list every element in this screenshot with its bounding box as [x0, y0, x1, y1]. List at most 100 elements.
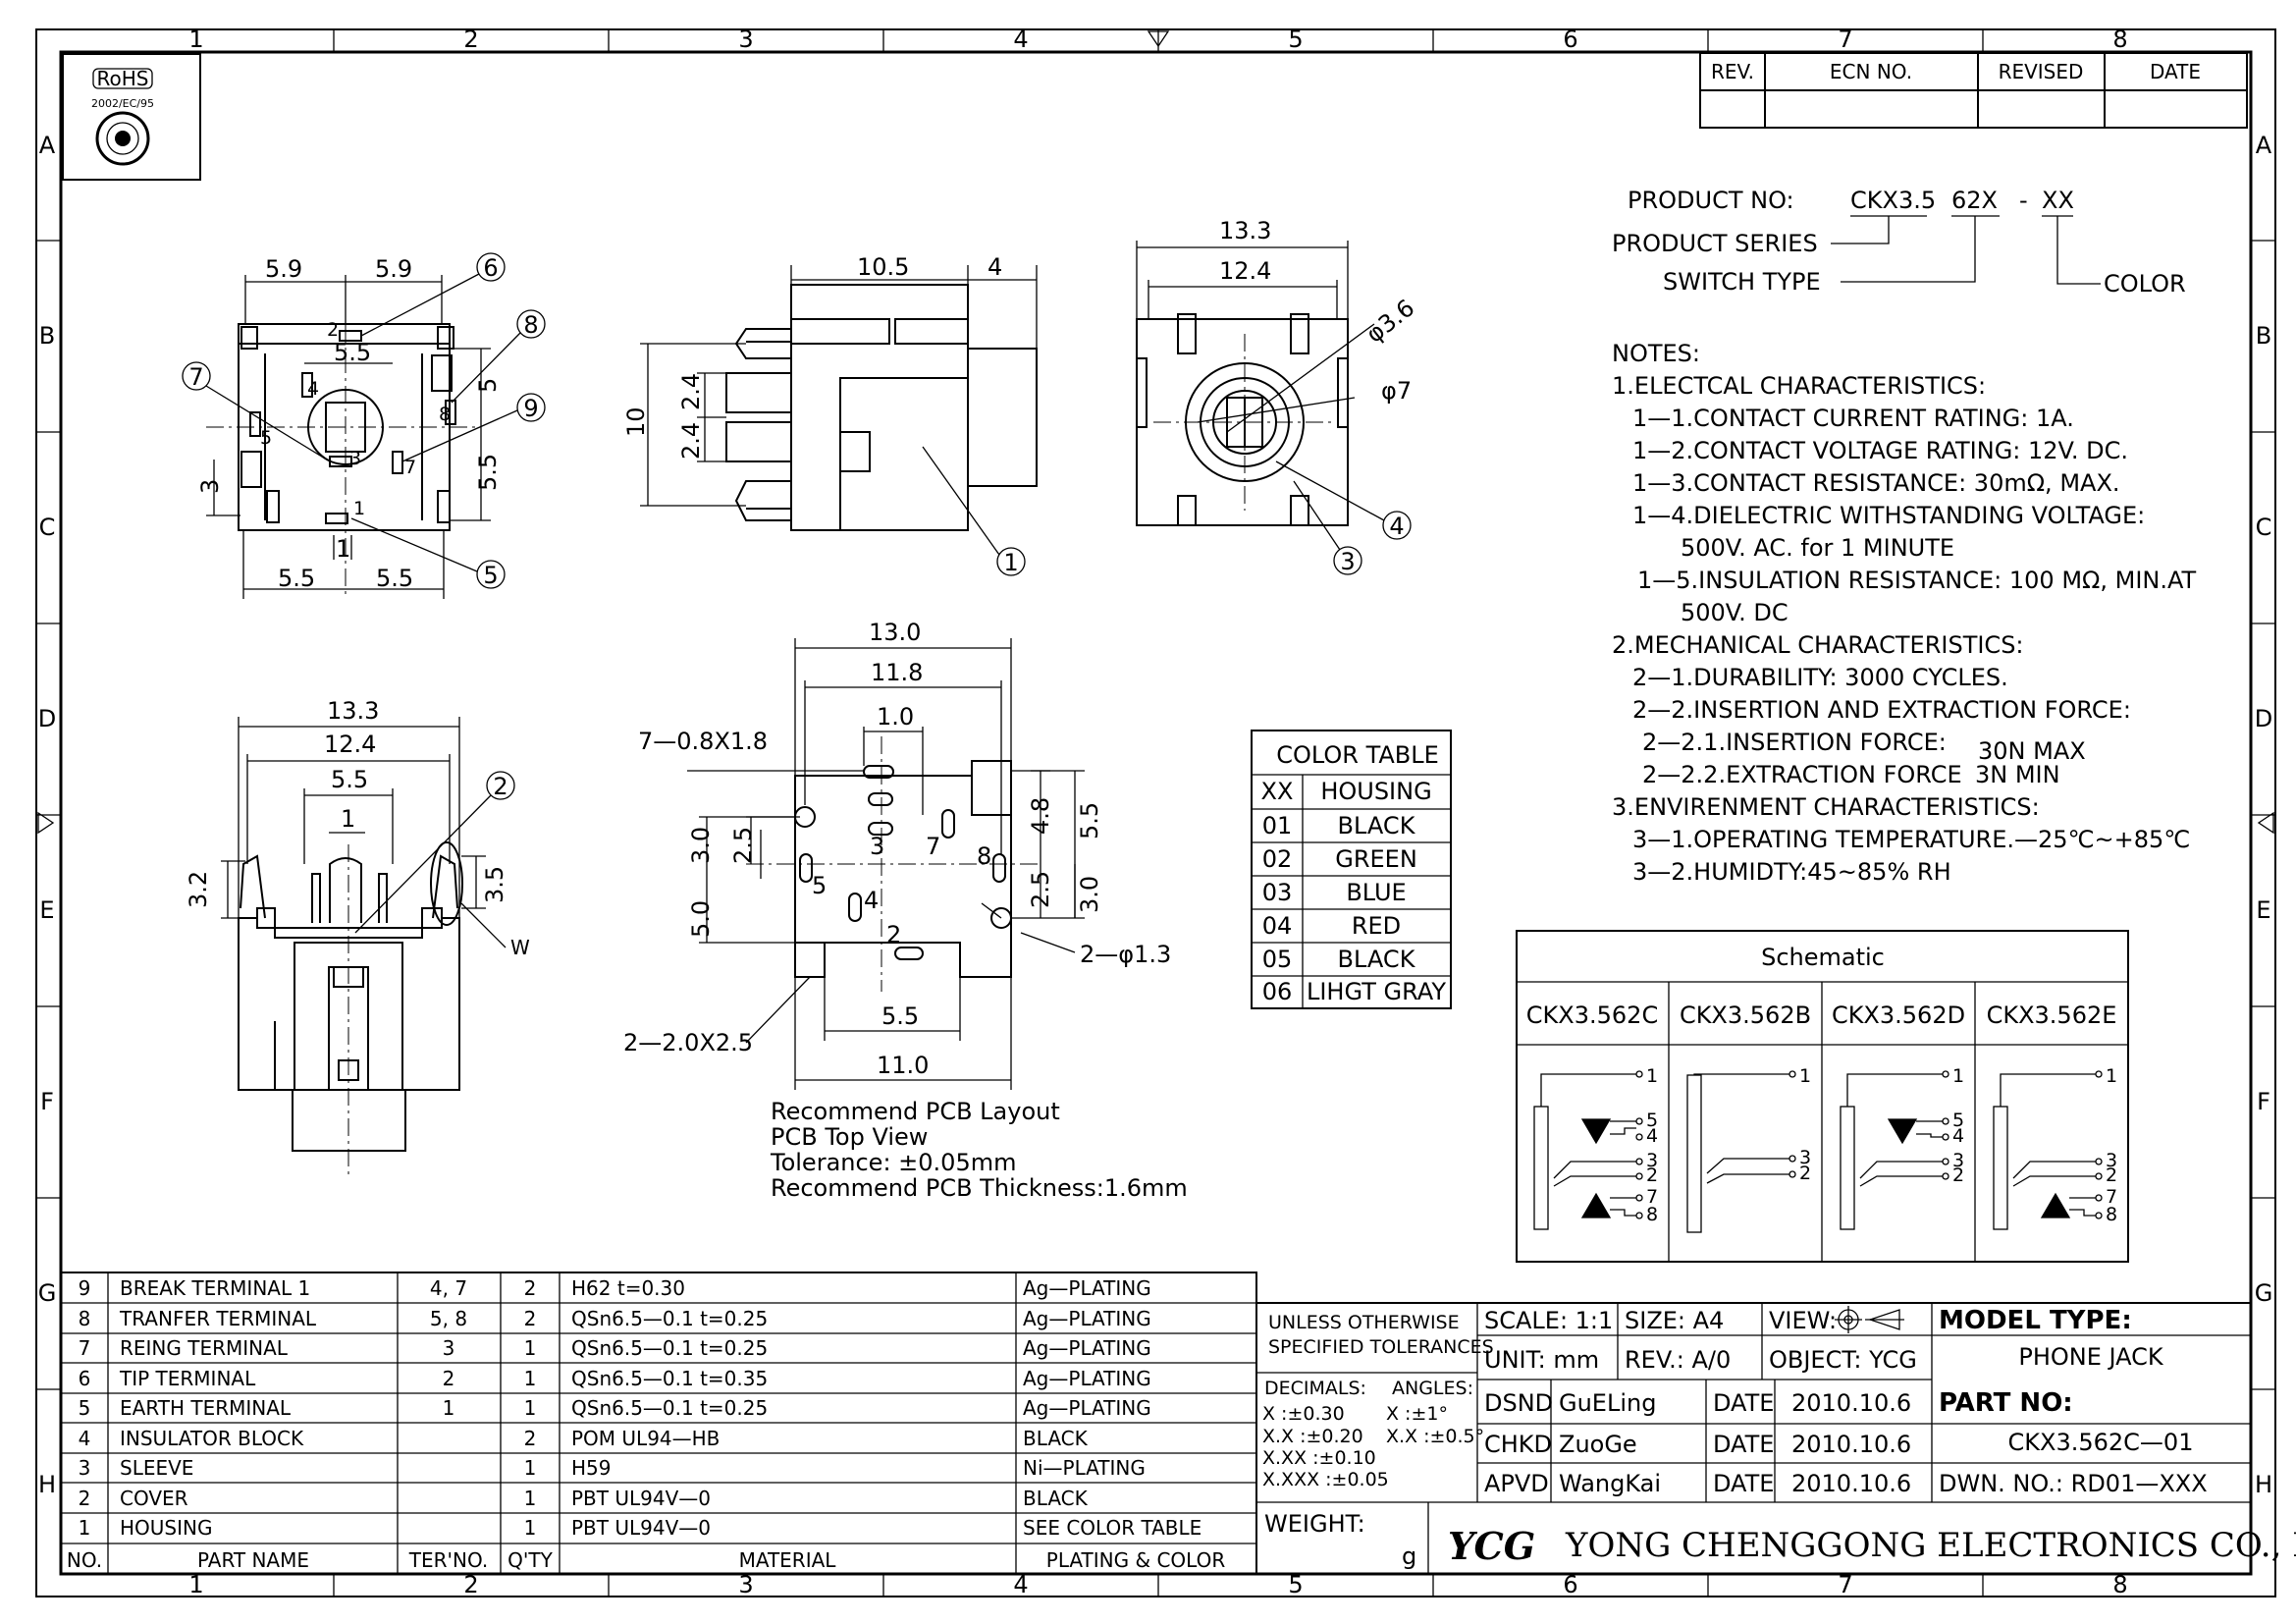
svg-text:1: 1 — [524, 1456, 537, 1480]
schematic-model-e: CKX3.562E — [1987, 1001, 2117, 1029]
tol-angle-xx: X.X :±0.5° — [1386, 1426, 1484, 1447]
note-1-1: 1—1.CONTACT CURRENT RATING: 1A. — [1632, 405, 2074, 432]
grid-col-3-bottom: 3 — [738, 1571, 753, 1598]
tol-xxx: X.XX :±0.10 — [1262, 1447, 1376, 1469]
color-label: COLOR — [2104, 270, 2186, 298]
svg-text:8: 8 — [1646, 1204, 1658, 1225]
svg-text:REING TERMINAL: REING TERMINAL — [120, 1336, 289, 1360]
svg-text:06: 06 — [1262, 978, 1293, 1005]
switch-type-label: SWITCH TYPE — [1663, 268, 1821, 296]
svg-text:BLACK: BLACK — [1023, 1427, 1089, 1450]
dim-top-1: 1 — [336, 535, 350, 563]
dim-sec-1: 1 — [341, 805, 355, 833]
note-2-2: 2—2.INSERTION AND EXTRACTION FORCE: — [1632, 696, 2131, 724]
note-2-2-2-value: 3N MIN — [1975, 761, 2060, 788]
svg-text:Ag—PLATING: Ag—PLATING — [1023, 1276, 1151, 1300]
svg-text:1: 1 — [524, 1487, 537, 1510]
svg-text:H59: H59 — [571, 1456, 612, 1480]
table-row: 1 HOUSING 1 PBT UL94V—0 SEE COLOR TABLE — [79, 1516, 1202, 1540]
svg-text:4, 7: 4, 7 — [430, 1276, 467, 1300]
chkd-date-label: DATE — [1713, 1431, 1774, 1458]
svg-text:1: 1 — [524, 1336, 537, 1360]
grid-row-b-right: B — [2256, 322, 2271, 350]
grid-col-8-top: 8 — [2112, 26, 2127, 53]
svg-text:2: 2 — [2106, 1164, 2117, 1186]
side-view: 10.5 4 10 2.4 2.4 1 — [622, 253, 1038, 576]
dim-pcb-4-8: 4.8 — [1027, 797, 1054, 835]
bom-rows: 9 BREAK TERMINAL 1 4, 7 2 H62 t=0.30 Ag—… — [67, 1276, 1225, 1572]
dim-side-4: 4 — [988, 253, 1002, 281]
grid-col-8-bottom: 8 — [2112, 1571, 2127, 1598]
svg-text:8: 8 — [523, 311, 538, 339]
grid-col-7-bottom: 7 — [1838, 1571, 1852, 1598]
dim-front-phi-7: φ7 — [1381, 377, 1412, 405]
dim-pcb-1-0: 1.0 — [877, 703, 914, 731]
note-2-2-1-value: 30N MAX — [1978, 737, 2086, 765]
title-block: UNLESS OTHERWISE SPECIFIED TOLERANCES DE… — [1255, 1302, 2296, 1575]
svg-text:9: 9 — [79, 1276, 91, 1300]
grid-row-f-left: F — [40, 1088, 54, 1115]
schematic-model-b: CKX3.562B — [1680, 1001, 1811, 1029]
weight-unit: g — [1402, 1543, 1416, 1570]
dim-side-2-4a: 2.4 — [677, 373, 705, 410]
dim-top-5-5a: 5.5 — [278, 565, 315, 592]
svg-text:NO.: NO. — [67, 1548, 102, 1572]
svg-text:1: 1 — [2106, 1065, 2117, 1087]
grid-row-d-right: D — [2255, 705, 2272, 732]
svg-text:3: 3 — [79, 1456, 91, 1480]
company-name: YONG CHENGGONG ELECTRONICS CO., LTD. — [1565, 1526, 2296, 1565]
tol-xx: X.X :±0.20 — [1262, 1426, 1363, 1447]
svg-text:7: 7 — [926, 833, 940, 860]
grid-row-g-right: G — [2255, 1279, 2273, 1307]
grid-col-2-top: 2 — [463, 26, 478, 53]
note-3: 3.ENVIRENMENT CHARACTERISTICS: — [1612, 793, 2040, 821]
dim-sec-13-3: 13.3 — [327, 697, 379, 725]
grid-col-5-bottom: 5 — [1288, 1571, 1303, 1598]
grid-row-c-right: C — [2256, 514, 2272, 541]
rohs-logo: RoHS 2002/EC/95 — [62, 53, 201, 181]
model-type-label: MODEL TYPE: — [1939, 1306, 2132, 1335]
dim-side-10-5: 10.5 — [857, 253, 909, 281]
tolerance-heading-2: SPECIFIED TOLERANCES — [1268, 1336, 1494, 1358]
svg-text:TRANFER TERMINAL: TRANFER TERMINAL — [119, 1307, 317, 1330]
scale-field: SCALE: 1:1 — [1484, 1307, 1613, 1334]
svg-text:7: 7 — [404, 457, 416, 478]
svg-text:BLUE: BLUE — [1346, 879, 1406, 906]
svg-text:TIP TERMINAL: TIP TERMINAL — [119, 1367, 256, 1390]
svg-text:BLACK: BLACK — [1338, 812, 1416, 839]
svg-text:LIHGT GRAY: LIHGT GRAY — [1307, 978, 1446, 1005]
apvd-date: 2010.10.6 — [1791, 1470, 1911, 1497]
apvd-label: APVD — [1484, 1470, 1549, 1497]
svg-text:REV.: REV. — [1711, 60, 1754, 83]
svg-text:1: 1 — [524, 1367, 537, 1390]
svg-text:3: 3 — [1952, 1150, 1964, 1171]
note-1-5-value: 500V. DC — [1681, 599, 1789, 626]
projection-symbol-icon — [1835, 1306, 1904, 1333]
dim-side-2-4b: 2.4 — [677, 422, 705, 460]
color-code: XX — [2042, 187, 2074, 214]
svg-text:SEE COLOR TABLE: SEE COLOR TABLE — [1023, 1516, 1201, 1540]
note-1-5: 1—5.INSULATION RESISTANCE: 100 MΩ, MIN.A… — [1637, 567, 2197, 594]
schematic-d — [1840, 1070, 1949, 1230]
grid-col-7-top: 7 — [1838, 26, 1852, 53]
svg-text:Ag—PLATING: Ag—PLATING — [1023, 1307, 1151, 1330]
svg-text:RoHS: RoHS — [97, 67, 149, 90]
svg-text:8: 8 — [439, 404, 451, 425]
svg-text:ECN NO.: ECN NO. — [1830, 60, 1912, 83]
svg-text:5: 5 — [260, 427, 272, 449]
svg-text:1: 1 — [353, 498, 365, 519]
table-row: 3 SLEEVE 1 H59 Ni—PLATING — [79, 1456, 1146, 1480]
dim-top-5-5: 5.5 — [334, 339, 371, 366]
dim-pcb-13-0: 13.0 — [869, 619, 921, 646]
svg-text:2: 2 — [493, 773, 507, 800]
pcb-notes: Recommend PCB Layout PCB Top View Tolera… — [770, 1098, 1188, 1202]
svg-text:05: 05 — [1262, 946, 1293, 973]
svg-text:TER'NO.: TER'NO. — [408, 1548, 489, 1572]
svg-text:GREEN: GREEN — [1335, 845, 1417, 873]
svg-text:MATERIAL: MATERIAL — [739, 1548, 837, 1572]
svg-text:03: 03 — [1262, 879, 1293, 906]
dim-top-3: 3 — [196, 479, 224, 494]
pcb-note-1: Recommend PCB Layout — [771, 1098, 1060, 1125]
dim-top-5: 5 — [474, 378, 502, 393]
